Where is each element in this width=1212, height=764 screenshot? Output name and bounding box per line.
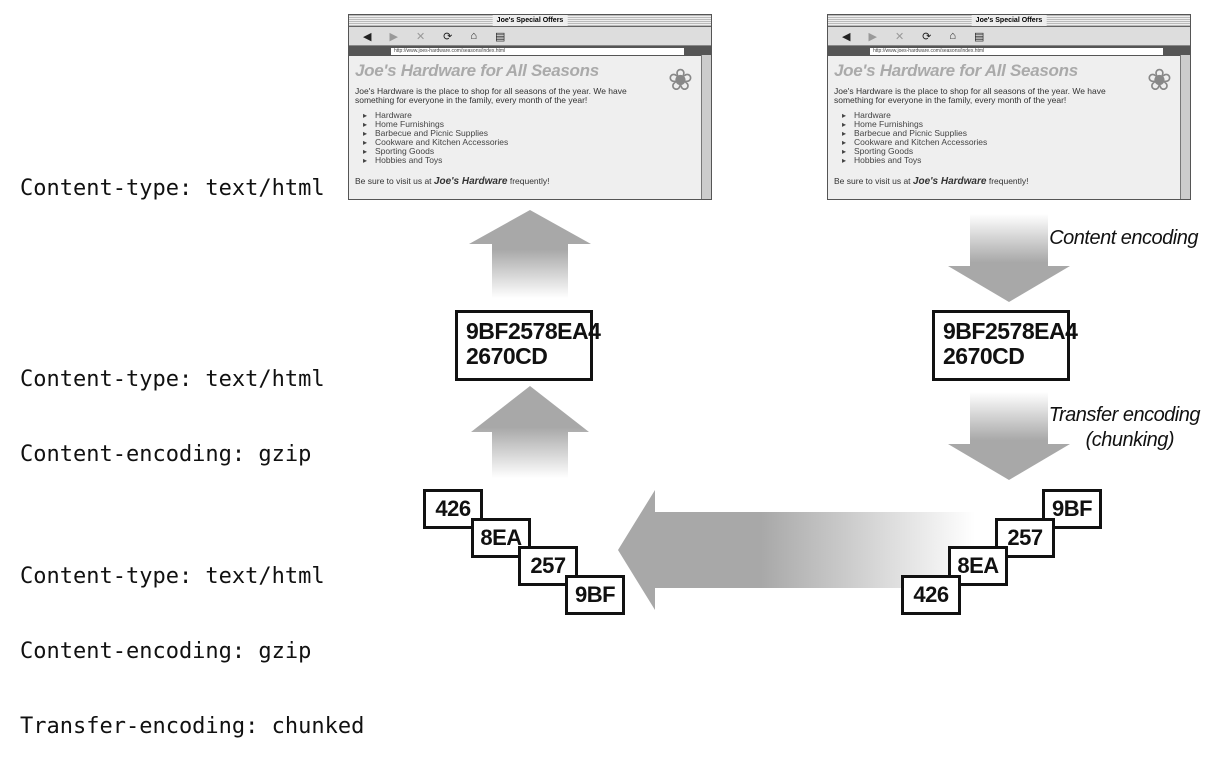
encoded-body-box-left: 9BF2578EA4 2670CD (455, 310, 601, 381)
site-title: Joe's Hardware for All Seasons (355, 61, 599, 80)
list-item: Barbecue and Picnic Supplies (854, 129, 1176, 138)
header-line: Content-type: text/html (20, 176, 325, 201)
site-title: Joe's Hardware for All Seasons (834, 61, 1078, 80)
encoded-line: 2670CD (466, 343, 548, 369)
headers-bottom: Content-type: text/html Content-encoding… (20, 514, 364, 764)
header-line: Content-encoding: gzip (20, 639, 312, 664)
caption-content-encoding: Content encoding (1049, 227, 1198, 249)
arrows-layer (469, 210, 1070, 610)
encoded-line: 9BF2578EA4 (466, 318, 601, 344)
list-item: Cookware and Kitchen Accessories (854, 138, 1176, 147)
left-arrow-transfer (618, 490, 975, 610)
address-bar: http://www.joes-hardware.com/seasons/ind… (349, 46, 711, 56)
list-item: Hardware (375, 111, 697, 120)
caption-transfer-encoding: Transfer encoding (chunking) (1048, 404, 1201, 451)
headers-top: Content-type: text/html (20, 126, 325, 226)
home-icon: ⌂ (949, 30, 957, 42)
page-content: Joe's Hardware for All Seasons Joe's Har… (355, 59, 697, 193)
site-footer: Be sure to visit us at Joe's Hardware fr… (834, 176, 1029, 187)
header-line: Content-type: text/html (20, 367, 325, 392)
browser-toolbar: ◀ ▶ ✕ ⟳ ⌂ ▤ (349, 27, 711, 46)
product-list: Hardware Home Furnishings Barbecue and P… (355, 111, 697, 165)
chunk-box: 9BF (1042, 489, 1102, 529)
header-line: Content-encoding: gzip (20, 442, 312, 467)
print-icon: ▤ (495, 30, 506, 43)
header-line: Content-type: text/html (20, 564, 325, 589)
forward-icon: ▶ (868, 30, 877, 43)
list-item: Home Furnishings (375, 120, 697, 129)
site-intro: Joe's Hardware is the place to shop for … (355, 86, 627, 105)
list-item: Cookware and Kitchen Accessories (375, 138, 697, 147)
header-line: Transfer-encoding: chunked (20, 714, 365, 739)
chunk-box: 9BF (565, 575, 625, 615)
back-icon: ◀ (363, 30, 372, 43)
list-item: Sporting Goods (854, 147, 1176, 156)
page-content: Joe's Hardware for All Seasons Joe's Har… (834, 59, 1176, 193)
list-item: Hobbies and Toys (854, 156, 1176, 165)
list-item: Hardware (854, 111, 1176, 120)
chunk-box: 8EA (471, 518, 531, 558)
browser-window-left: Joe's Special Offers ◀ ▶ ✕ ⟳ ⌂ ▤ http://… (348, 14, 712, 200)
up-arrow-lower (471, 386, 589, 478)
headers-middle: Content-type: text/html Content-encoding… (20, 317, 325, 492)
encoded-body-box-right: 9BF2578EA4 2670CD (932, 310, 1078, 381)
list-item: Home Furnishings (854, 120, 1176, 129)
site-footer: Be sure to visit us at Joe's Hardware fr… (355, 176, 550, 187)
scrollbar (1180, 55, 1190, 199)
stop-icon: ✕ (415, 30, 426, 43)
encoded-line: 9BF2578EA4 (943, 318, 1078, 344)
browser-toolbar: ◀ ▶ ✕ ⟳ ⌂ ▤ (828, 27, 1190, 46)
list-item: Barbecue and Picnic Supplies (375, 129, 697, 138)
encoded-line: 2670CD (943, 343, 1025, 369)
stop-icon: ✕ (894, 30, 905, 43)
window-titlebar: Joe's Special Offers (349, 15, 711, 27)
up-arrow-upper (469, 210, 591, 298)
forward-icon: ▶ (389, 30, 398, 43)
maple-leaf-icon: ❀ (667, 64, 693, 97)
home-icon: ⌂ (470, 30, 478, 42)
chunk-box: 8EA (948, 546, 1008, 586)
maple-leaf-icon: ❀ (1146, 64, 1172, 97)
address-bar: http://www.joes-hardware.com/seasons/ind… (828, 46, 1190, 56)
down-arrow-transfer-encoding (948, 392, 1070, 480)
list-item: Sporting Goods (375, 147, 697, 156)
reload-icon: ⟳ (443, 30, 453, 43)
browser-window-right: Joe's Special Offers ◀ ▶ ✕ ⟳ ⌂ ▤ http://… (827, 14, 1191, 200)
back-icon: ◀ (842, 30, 851, 43)
window-titlebar: Joe's Special Offers (828, 15, 1190, 27)
down-arrow-content-encoding (948, 214, 1070, 302)
product-list: Hardware Home Furnishings Barbecue and P… (834, 111, 1176, 165)
chunk-box: 426 (901, 575, 961, 615)
list-item: Hobbies and Toys (375, 156, 697, 165)
site-intro: Joe's Hardware is the place to shop for … (834, 86, 1106, 105)
reload-icon: ⟳ (922, 30, 932, 43)
scrollbar (701, 55, 711, 199)
chunk-box: 257 (518, 546, 578, 586)
print-icon: ▤ (974, 30, 985, 43)
